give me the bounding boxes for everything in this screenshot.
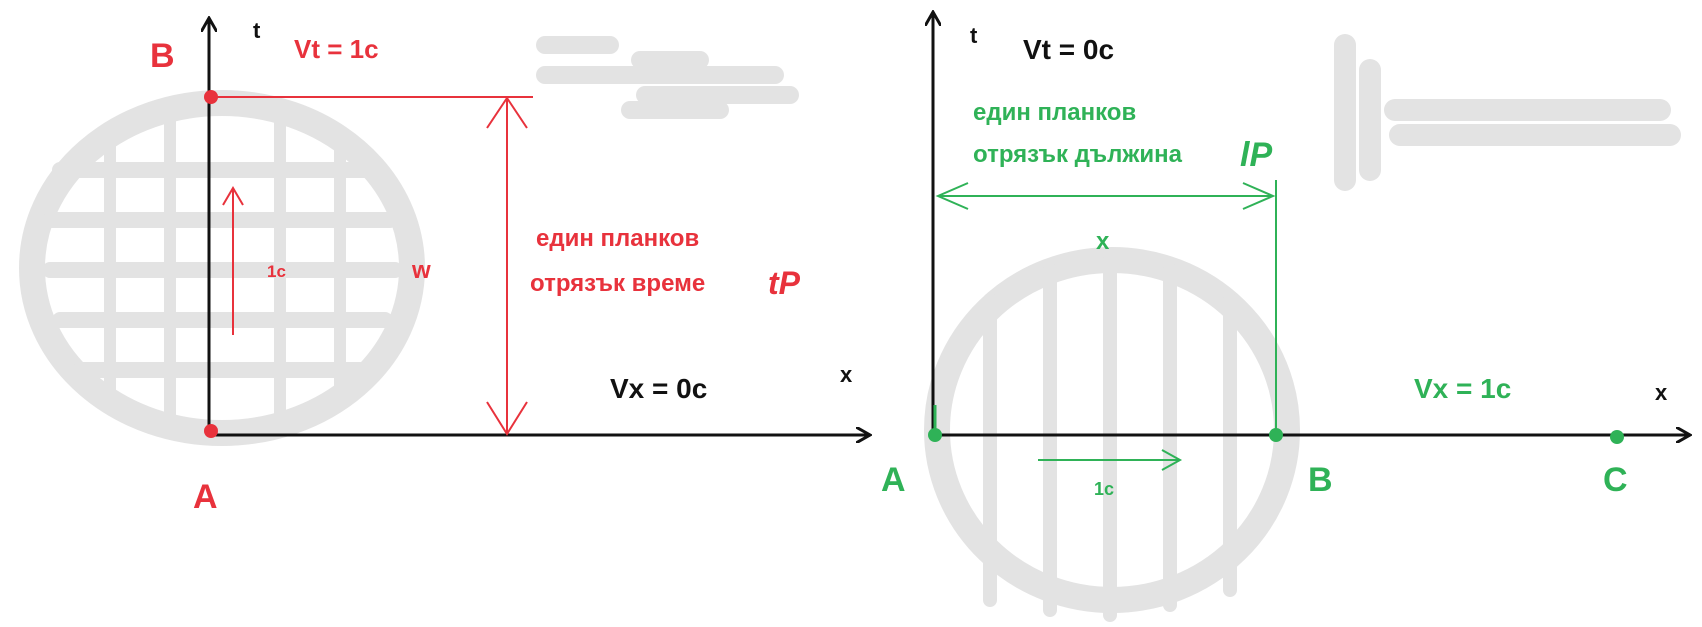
- left-t-axis-label: t: [253, 18, 261, 43]
- left-vt-label: Vt = 1c: [294, 34, 379, 64]
- right-diagram: t x Vt = 0c един планков отрязък дължина…: [881, 12, 1690, 499]
- left-point-a-label: A: [193, 478, 218, 516]
- right-velocity-arrowhead: [1161, 449, 1183, 471]
- right-vt-label: Vt = 0c: [1023, 34, 1114, 65]
- left-x-axis-label: x: [840, 362, 853, 387]
- right-vx-label: Vx = 1c: [1414, 373, 1511, 404]
- right-caption-line2: отрязък дължина: [973, 141, 1183, 168]
- ghost-sketch-right-circle: [924, 247, 1300, 622]
- right-arrow-1c-label: 1c: [1094, 479, 1114, 499]
- left-velocity-arrowhead: [222, 186, 244, 206]
- ghost-sketch-top-right-scribble: [1334, 34, 1681, 191]
- right-planck-length-symbol: lP: [1240, 136, 1272, 174]
- left-caption-line2: отрязък време: [530, 270, 705, 297]
- right-t-axis-label: t: [970, 23, 978, 48]
- right-point-a-label: A: [881, 461, 906, 499]
- right-caption-line1: един планков: [973, 99, 1136, 126]
- ghost-sketch-left-circle: [19, 90, 425, 446]
- right-point-c-label: C: [1603, 461, 1628, 499]
- right-point-b-dot: [1269, 428, 1283, 442]
- left-arrow-1c-label: 1c: [267, 262, 286, 281]
- left-caption-line1: един планков: [536, 225, 699, 252]
- left-diagram: t x B A Vt = 1c Vx = 0c 1c w един планко…: [150, 18, 870, 516]
- right-point-c-dot: [1610, 430, 1624, 444]
- left-vx-label: Vx = 0c: [610, 373, 707, 404]
- right-length-dimension-arrowheads: [935, 182, 1276, 210]
- right-point-b-label: B: [1308, 461, 1333, 499]
- right-dimension-x-label: x: [1096, 228, 1110, 255]
- left-w-label: w: [411, 257, 431, 284]
- right-x-axis-label: x: [1655, 380, 1668, 405]
- right-point-a-dot: [928, 428, 942, 442]
- left-point-a-dot: [204, 424, 218, 438]
- left-point-b-label: B: [150, 37, 175, 75]
- left-planck-time-symbol: tP: [768, 265, 801, 301]
- left-time-dimension-arrowheads: [486, 96, 528, 436]
- ghost-sketch-top-left-scribble: [536, 36, 799, 119]
